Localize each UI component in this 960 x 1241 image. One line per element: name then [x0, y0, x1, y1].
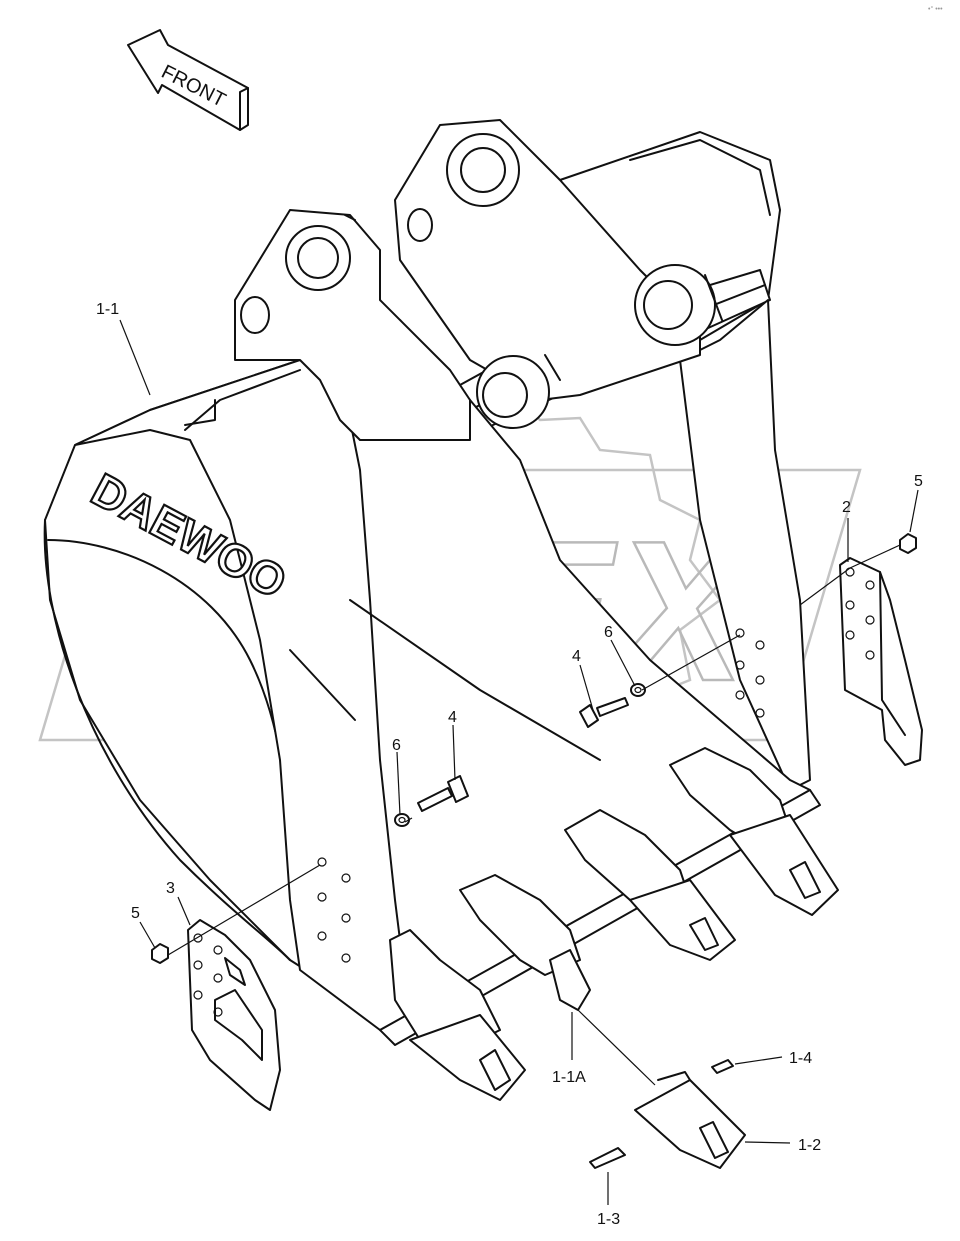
tooth-1	[389, 929, 526, 1101]
side-cutter-left	[187, 919, 281, 1111]
tooth-4	[669, 747, 839, 916]
leader-lines	[119, 319, 919, 1205]
callout-5-left: 5	[131, 905, 140, 922]
pin-1-3	[589, 1147, 626, 1169]
nut-right	[899, 533, 917, 554]
washer-left	[394, 813, 410, 827]
corner-code: •° •••	[928, 5, 943, 13]
nut-left	[151, 943, 169, 964]
bucket-teeth	[389, 747, 839, 1101]
washer-right	[630, 683, 646, 697]
front-direction-arrow: FRONT	[127, 29, 249, 131]
tooth-3	[564, 809, 736, 961]
callout-4-right: 4	[572, 648, 581, 665]
callout-1-3: 1-3	[597, 1211, 620, 1228]
bolt-left	[417, 775, 469, 812]
callout-1-1: 1-1	[96, 301, 119, 318]
bolt-right	[579, 697, 629, 728]
lock-1-4	[711, 1059, 734, 1074]
tooth-point-1-2	[634, 1071, 746, 1169]
callout-1-1a: 1-1A	[552, 1069, 586, 1086]
callout-2: 2	[842, 499, 851, 516]
tooth-2	[459, 874, 591, 1011]
callout-1-4: 1-4	[789, 1050, 812, 1067]
callout-5-right: 5	[914, 473, 923, 490]
callout-1-2: 1-2	[798, 1137, 821, 1154]
callouts: 1-1 1-1A 1-2 1-3 1-4 2 3 4 4 5 5 6 6 •° …	[96, 5, 943, 1228]
side-cutter-right	[839, 557, 923, 766]
callout-6-left: 6	[392, 737, 401, 754]
callout-6-right: 6	[604, 624, 613, 641]
callout-4-left: 4	[448, 709, 457, 726]
callout-3: 3	[166, 880, 175, 897]
